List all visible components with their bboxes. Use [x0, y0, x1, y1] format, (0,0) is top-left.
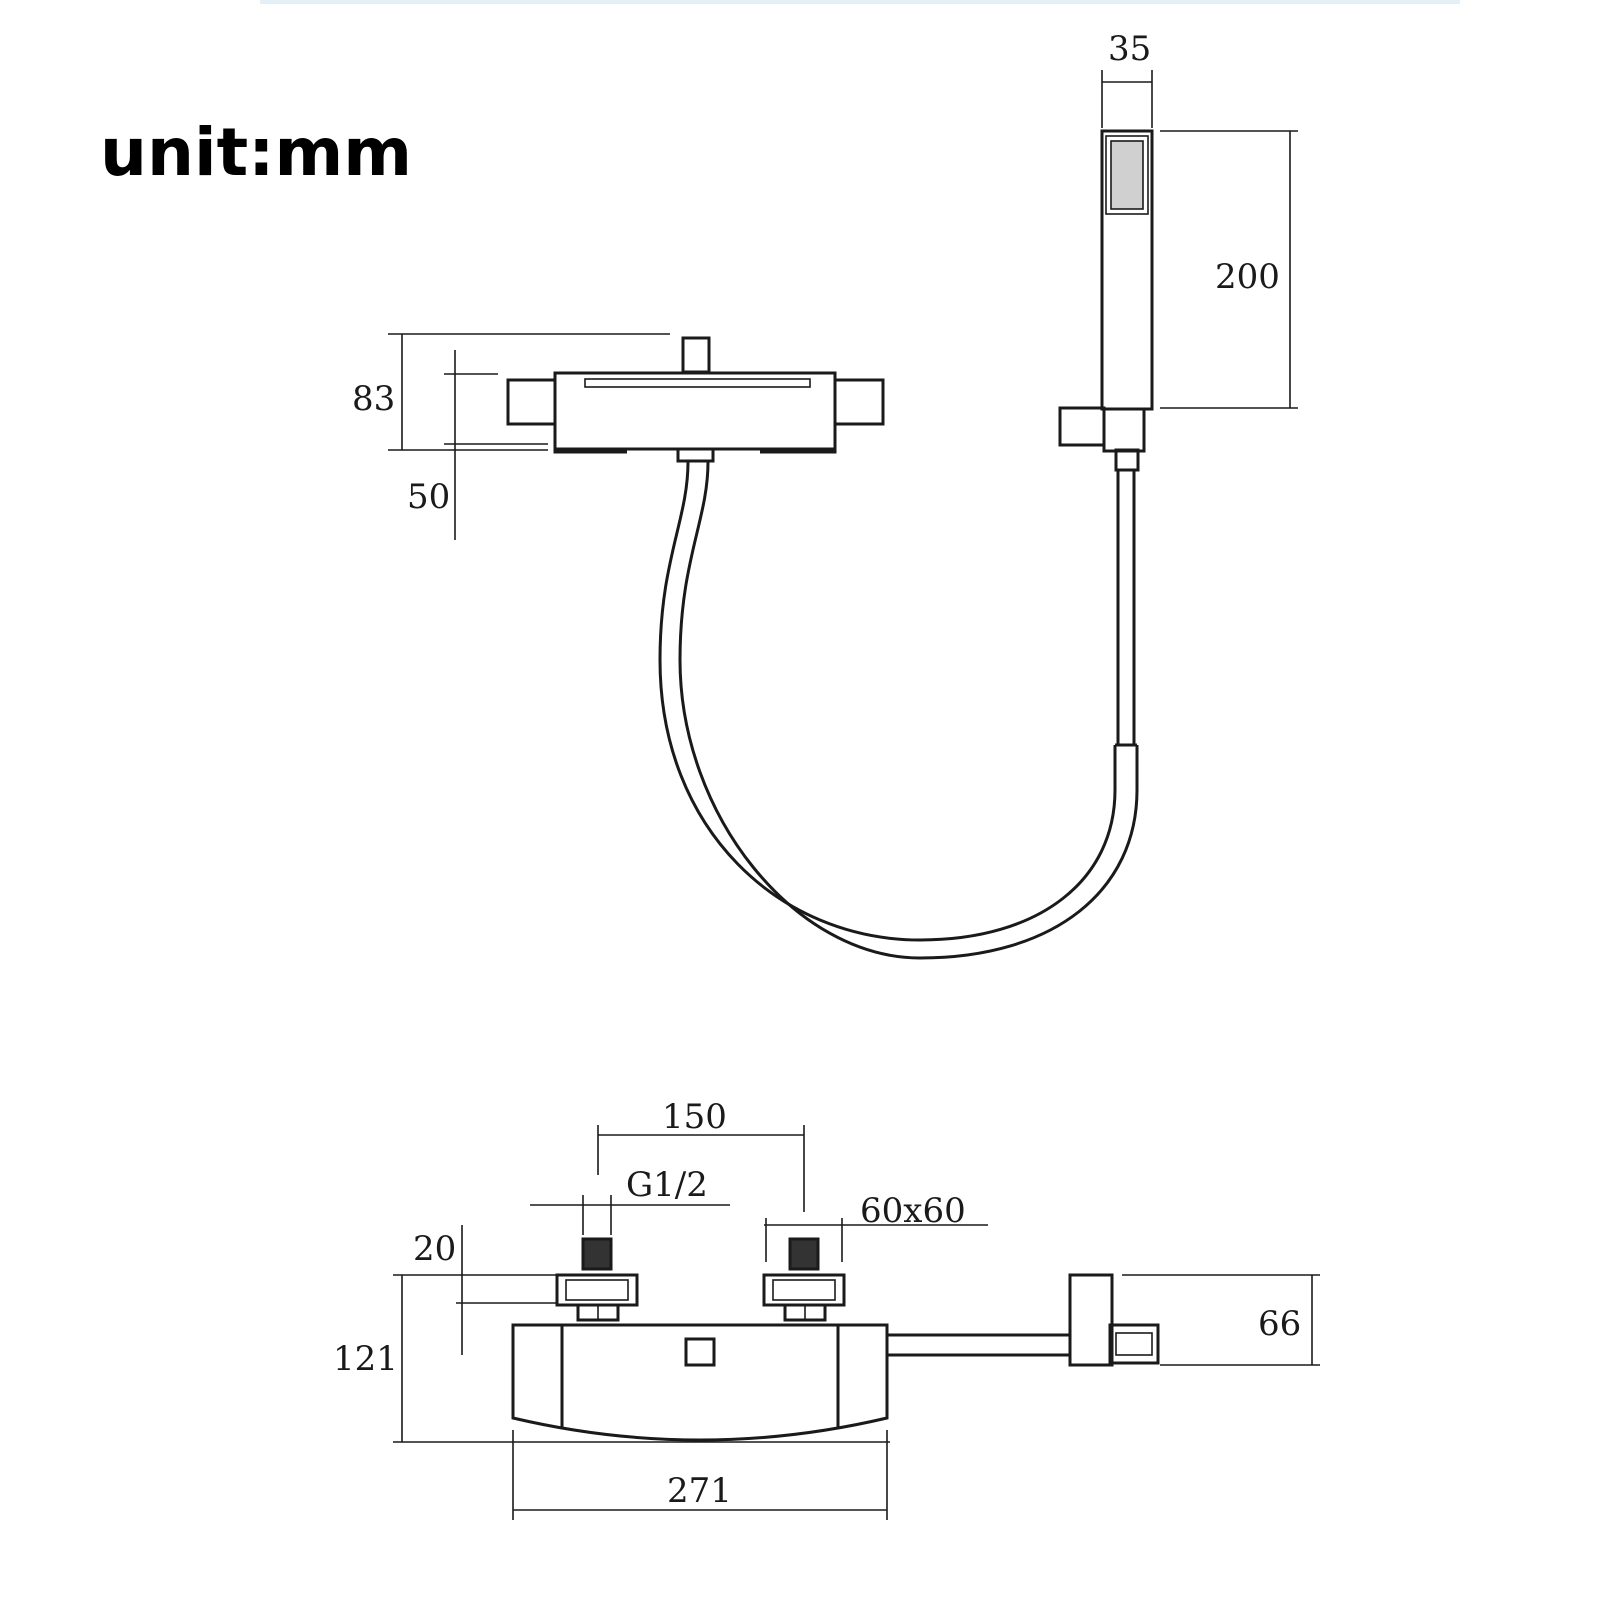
front-view-mixer — [511, 1237, 1160, 1442]
top-view-dimension-lines — [388, 333, 670, 540]
dim-handset-width: 35 — [1108, 29, 1151, 69]
unit-label: unit:mm — [100, 114, 413, 191]
shower-hose — [658, 448, 1140, 960]
dim-inlet-thread: G1/2 — [626, 1165, 708, 1205]
dim-connector-height: 20 — [413, 1229, 456, 1269]
dim-handset-length: 200 — [1215, 257, 1280, 297]
handset-dimension-lines — [1101, 70, 1298, 409]
dim-body-width: 271 — [667, 1471, 732, 1511]
dim-escutcheon-size: 60x60 — [860, 1191, 966, 1231]
dim-bracket-height: 66 — [1258, 1304, 1301, 1344]
top-view-mixer — [506, 336, 885, 463]
hand-shower — [1058, 129, 1154, 453]
front-view-dimension-lines — [393, 1125, 1320, 1520]
dim-body-height: 121 — [333, 1339, 398, 1379]
dim-body-depth-wall: 50 — [407, 477, 450, 517]
dim-inlet-centers: 150 — [662, 1097, 727, 1137]
top-edge-strip — [260, 0, 1460, 4]
dim-body-depth-total: 83 — [352, 379, 395, 419]
